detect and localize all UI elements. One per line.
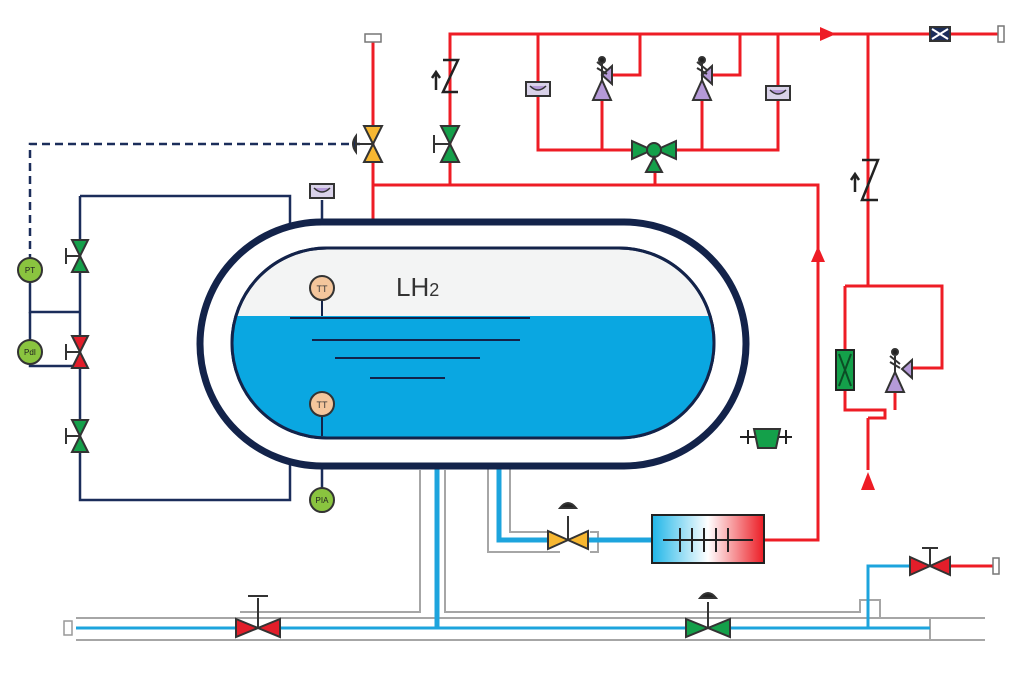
cold-piping <box>434 440 652 628</box>
valve-left-bottom[interactable] <box>65 419 90 453</box>
flow-arrow-up-right <box>811 246 825 262</box>
three-way-valve-green[interactable] <box>631 139 677 173</box>
tank-label: LH2 <box>396 272 439 302</box>
vaporizer-heat-exchanger[interactable] <box>651 514 765 564</box>
tt-top-label: TT <box>317 284 328 294</box>
tt-bottom-label: TT <box>317 400 328 410</box>
tt-bottom-instrument[interactable]: TT <box>309 391 335 436</box>
relief-valve-left[interactable] <box>591 56 613 101</box>
dashed-signal-line <box>28 142 360 262</box>
rupture-disc-right[interactable] <box>765 85 791 101</box>
valve-green-fill-right[interactable] <box>685 592 731 639</box>
pt-label: PT <box>25 266 35 275</box>
lh2-tank: LH2 <box>196 218 750 470</box>
pipe-end-left <box>63 620 73 636</box>
valve-left-middle[interactable] <box>65 335 90 369</box>
rupture-disc-left[interactable] <box>525 81 551 97</box>
gray-piping <box>76 440 985 641</box>
flow-element-top-right[interactable] <box>929 26 951 42</box>
valve-yellow-vaporizer[interactable] <box>547 502 589 551</box>
liquid-hydrogen <box>232 316 714 438</box>
pdi-instrument[interactable]: PdI <box>17 339 43 365</box>
valve-red-bottom-right[interactable] <box>909 547 951 577</box>
pipe-end-right-top <box>997 25 1005 43</box>
tank-side-fitting[interactable] <box>740 428 792 449</box>
tt-top-instrument[interactable]: TT <box>309 275 335 316</box>
relief-valve-riser[interactable] <box>884 348 913 393</box>
tank-top-fitting[interactable] <box>309 183 335 199</box>
valve-green-vent-branch[interactable] <box>433 125 461 163</box>
pdi-label: PdI <box>24 348 36 357</box>
check-valve-right <box>849 158 880 202</box>
vent-control-valve-yellow[interactable] <box>352 125 384 163</box>
pipe-end-right-bottom <box>992 557 1000 575</box>
flow-arrow-right <box>820 27 836 41</box>
hot-piping <box>371 32 998 568</box>
check-valve-top-left <box>430 58 460 94</box>
pia-instrument[interactable]: PIA <box>309 487 335 513</box>
vent-cap-top <box>364 33 382 43</box>
valve-red-fill-left[interactable] <box>235 595 281 639</box>
filter-element-right[interactable] <box>835 349 855 391</box>
pia-label: PIA <box>316 496 330 505</box>
liquid-level-lines <box>290 317 530 379</box>
flow-arrow-up-riser <box>861 472 875 490</box>
valve-left-top[interactable] <box>65 239 90 273</box>
pt-instrument[interactable]: PT <box>17 257 43 283</box>
relief-valve-right[interactable] <box>691 56 713 101</box>
